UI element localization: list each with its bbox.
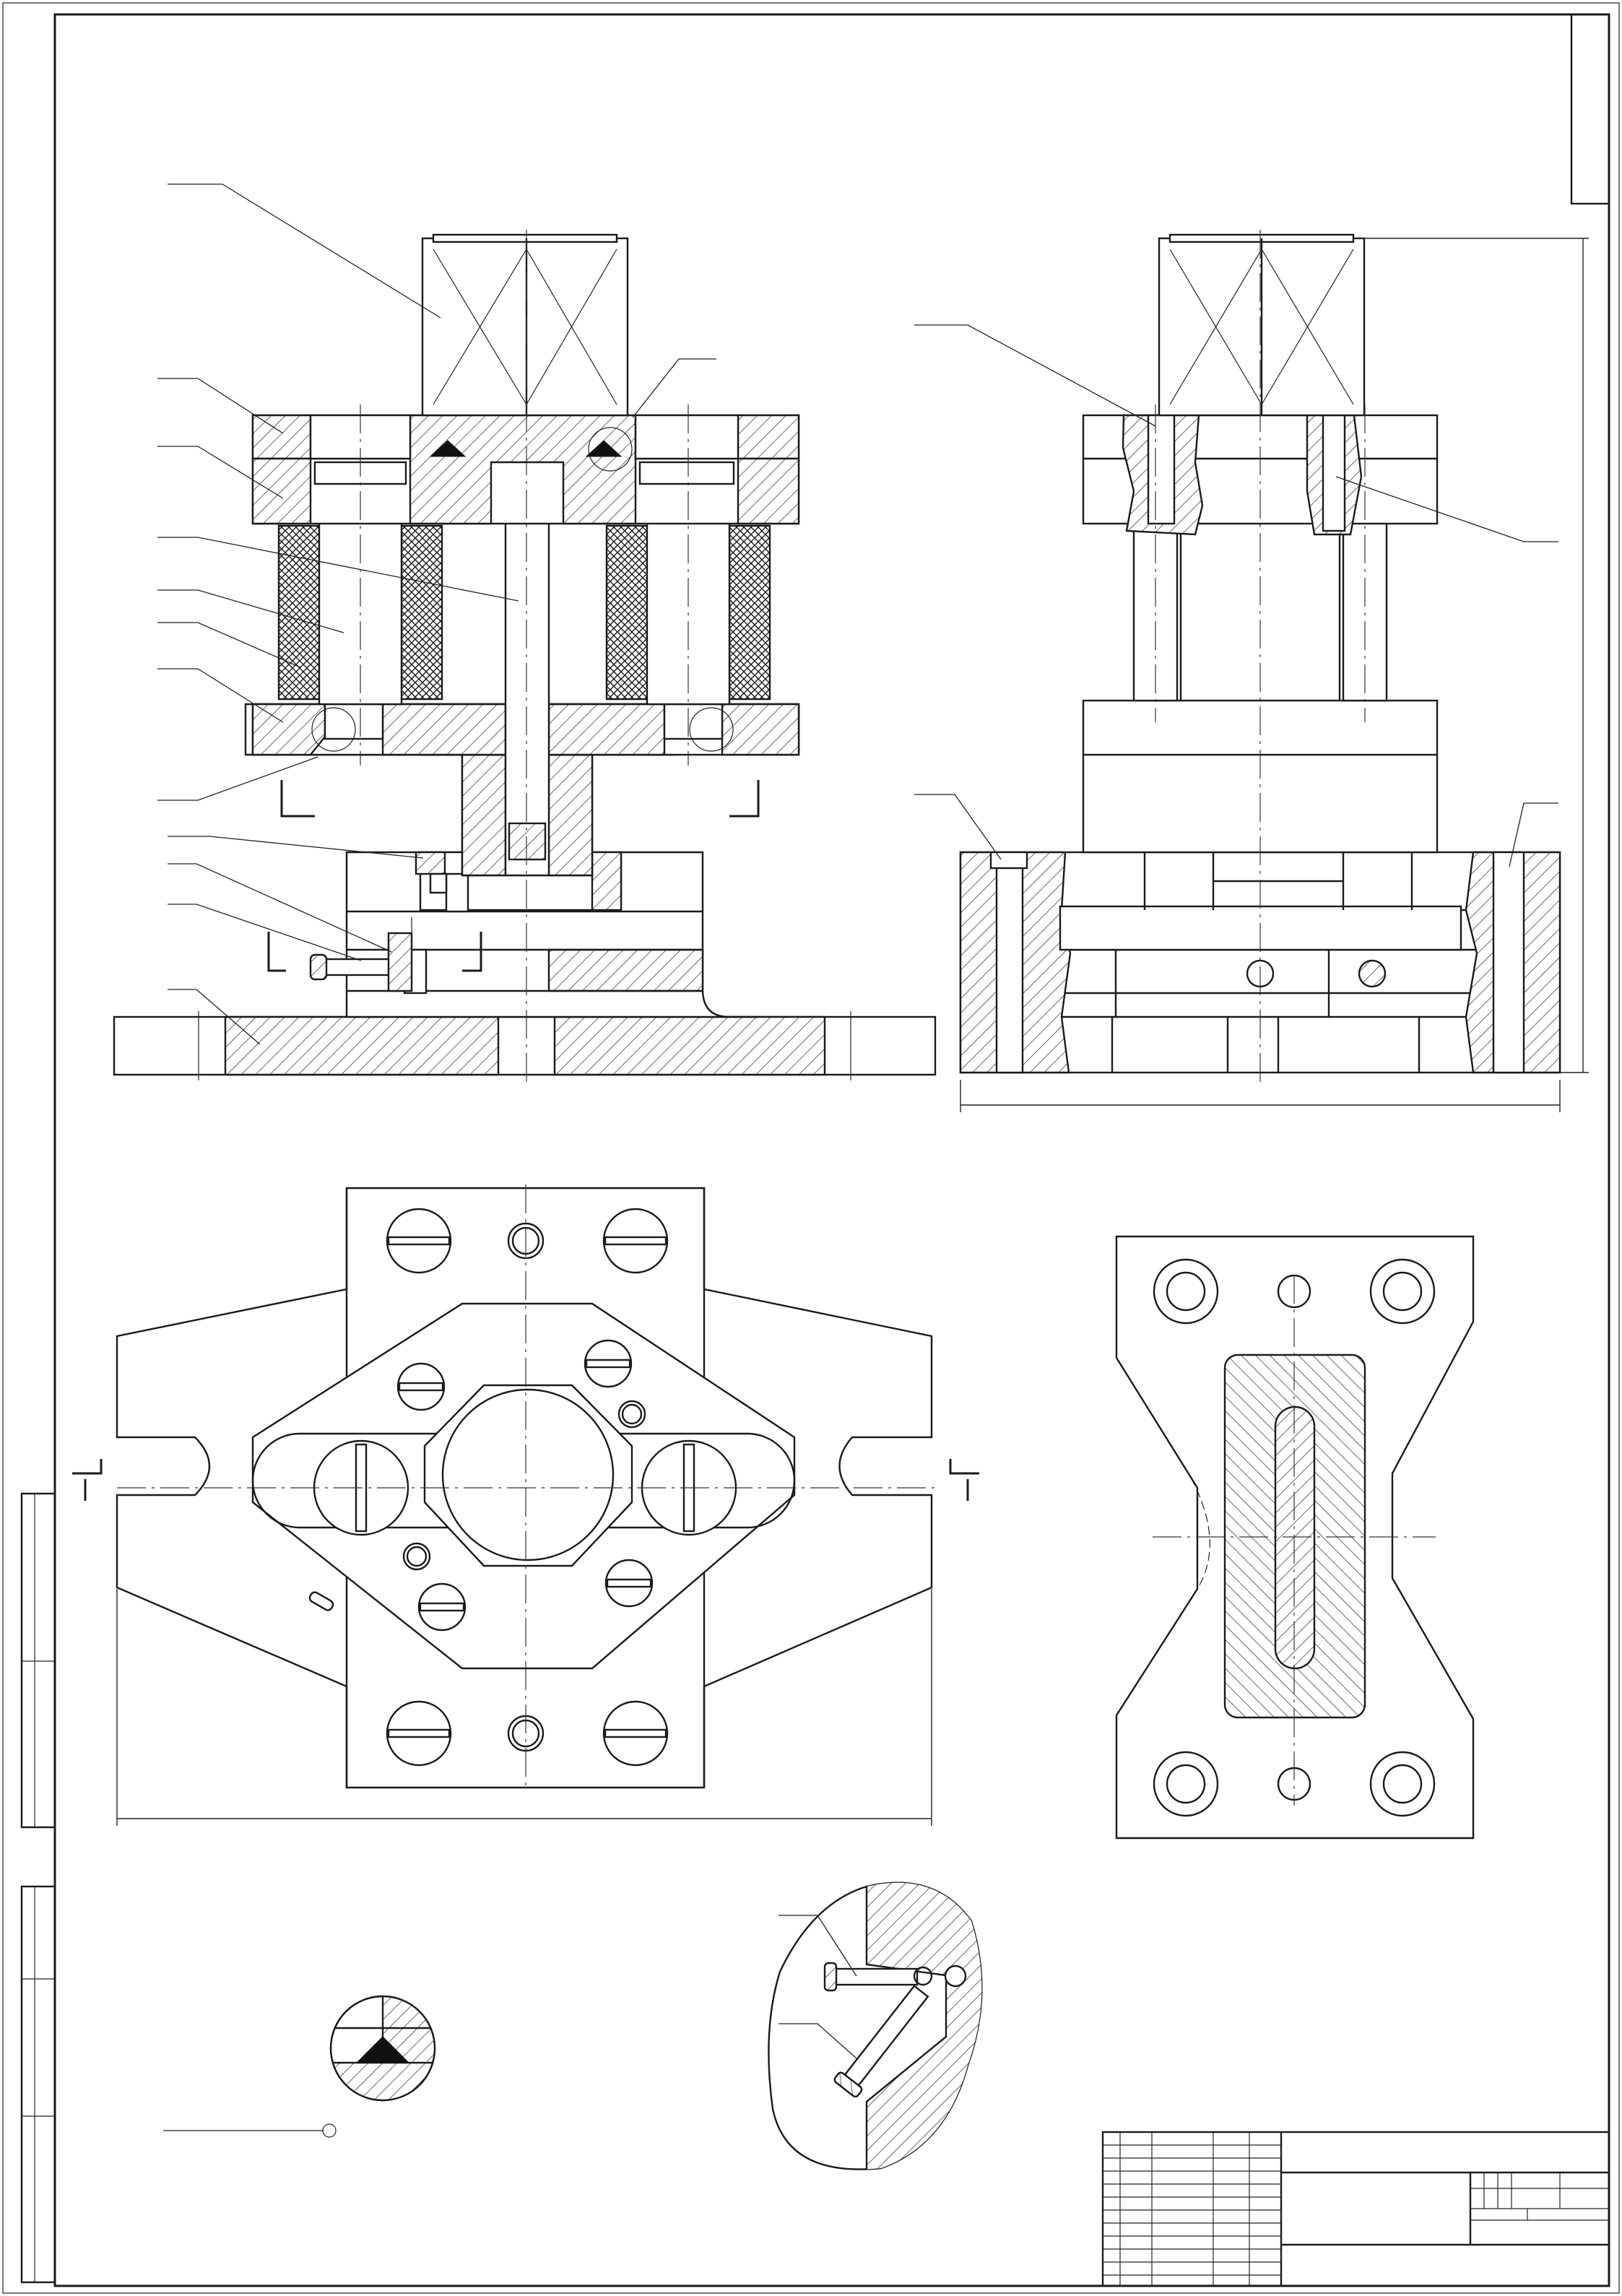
side-view-leaders (914, 324, 1558, 867)
side-section-view (959, 230, 1589, 1112)
part-holes (1153, 1258, 1436, 1817)
front-view-leaders (157, 183, 716, 1045)
plan-view (72, 1184, 979, 1826)
plan-screws (308, 1208, 669, 1767)
part-detail-view (1115, 1235, 1475, 1840)
detail-weld (163, 1995, 436, 2138)
front-section-view (113, 230, 937, 1082)
title-block (1101, 2131, 1610, 2287)
detail-screw (768, 1881, 983, 2170)
